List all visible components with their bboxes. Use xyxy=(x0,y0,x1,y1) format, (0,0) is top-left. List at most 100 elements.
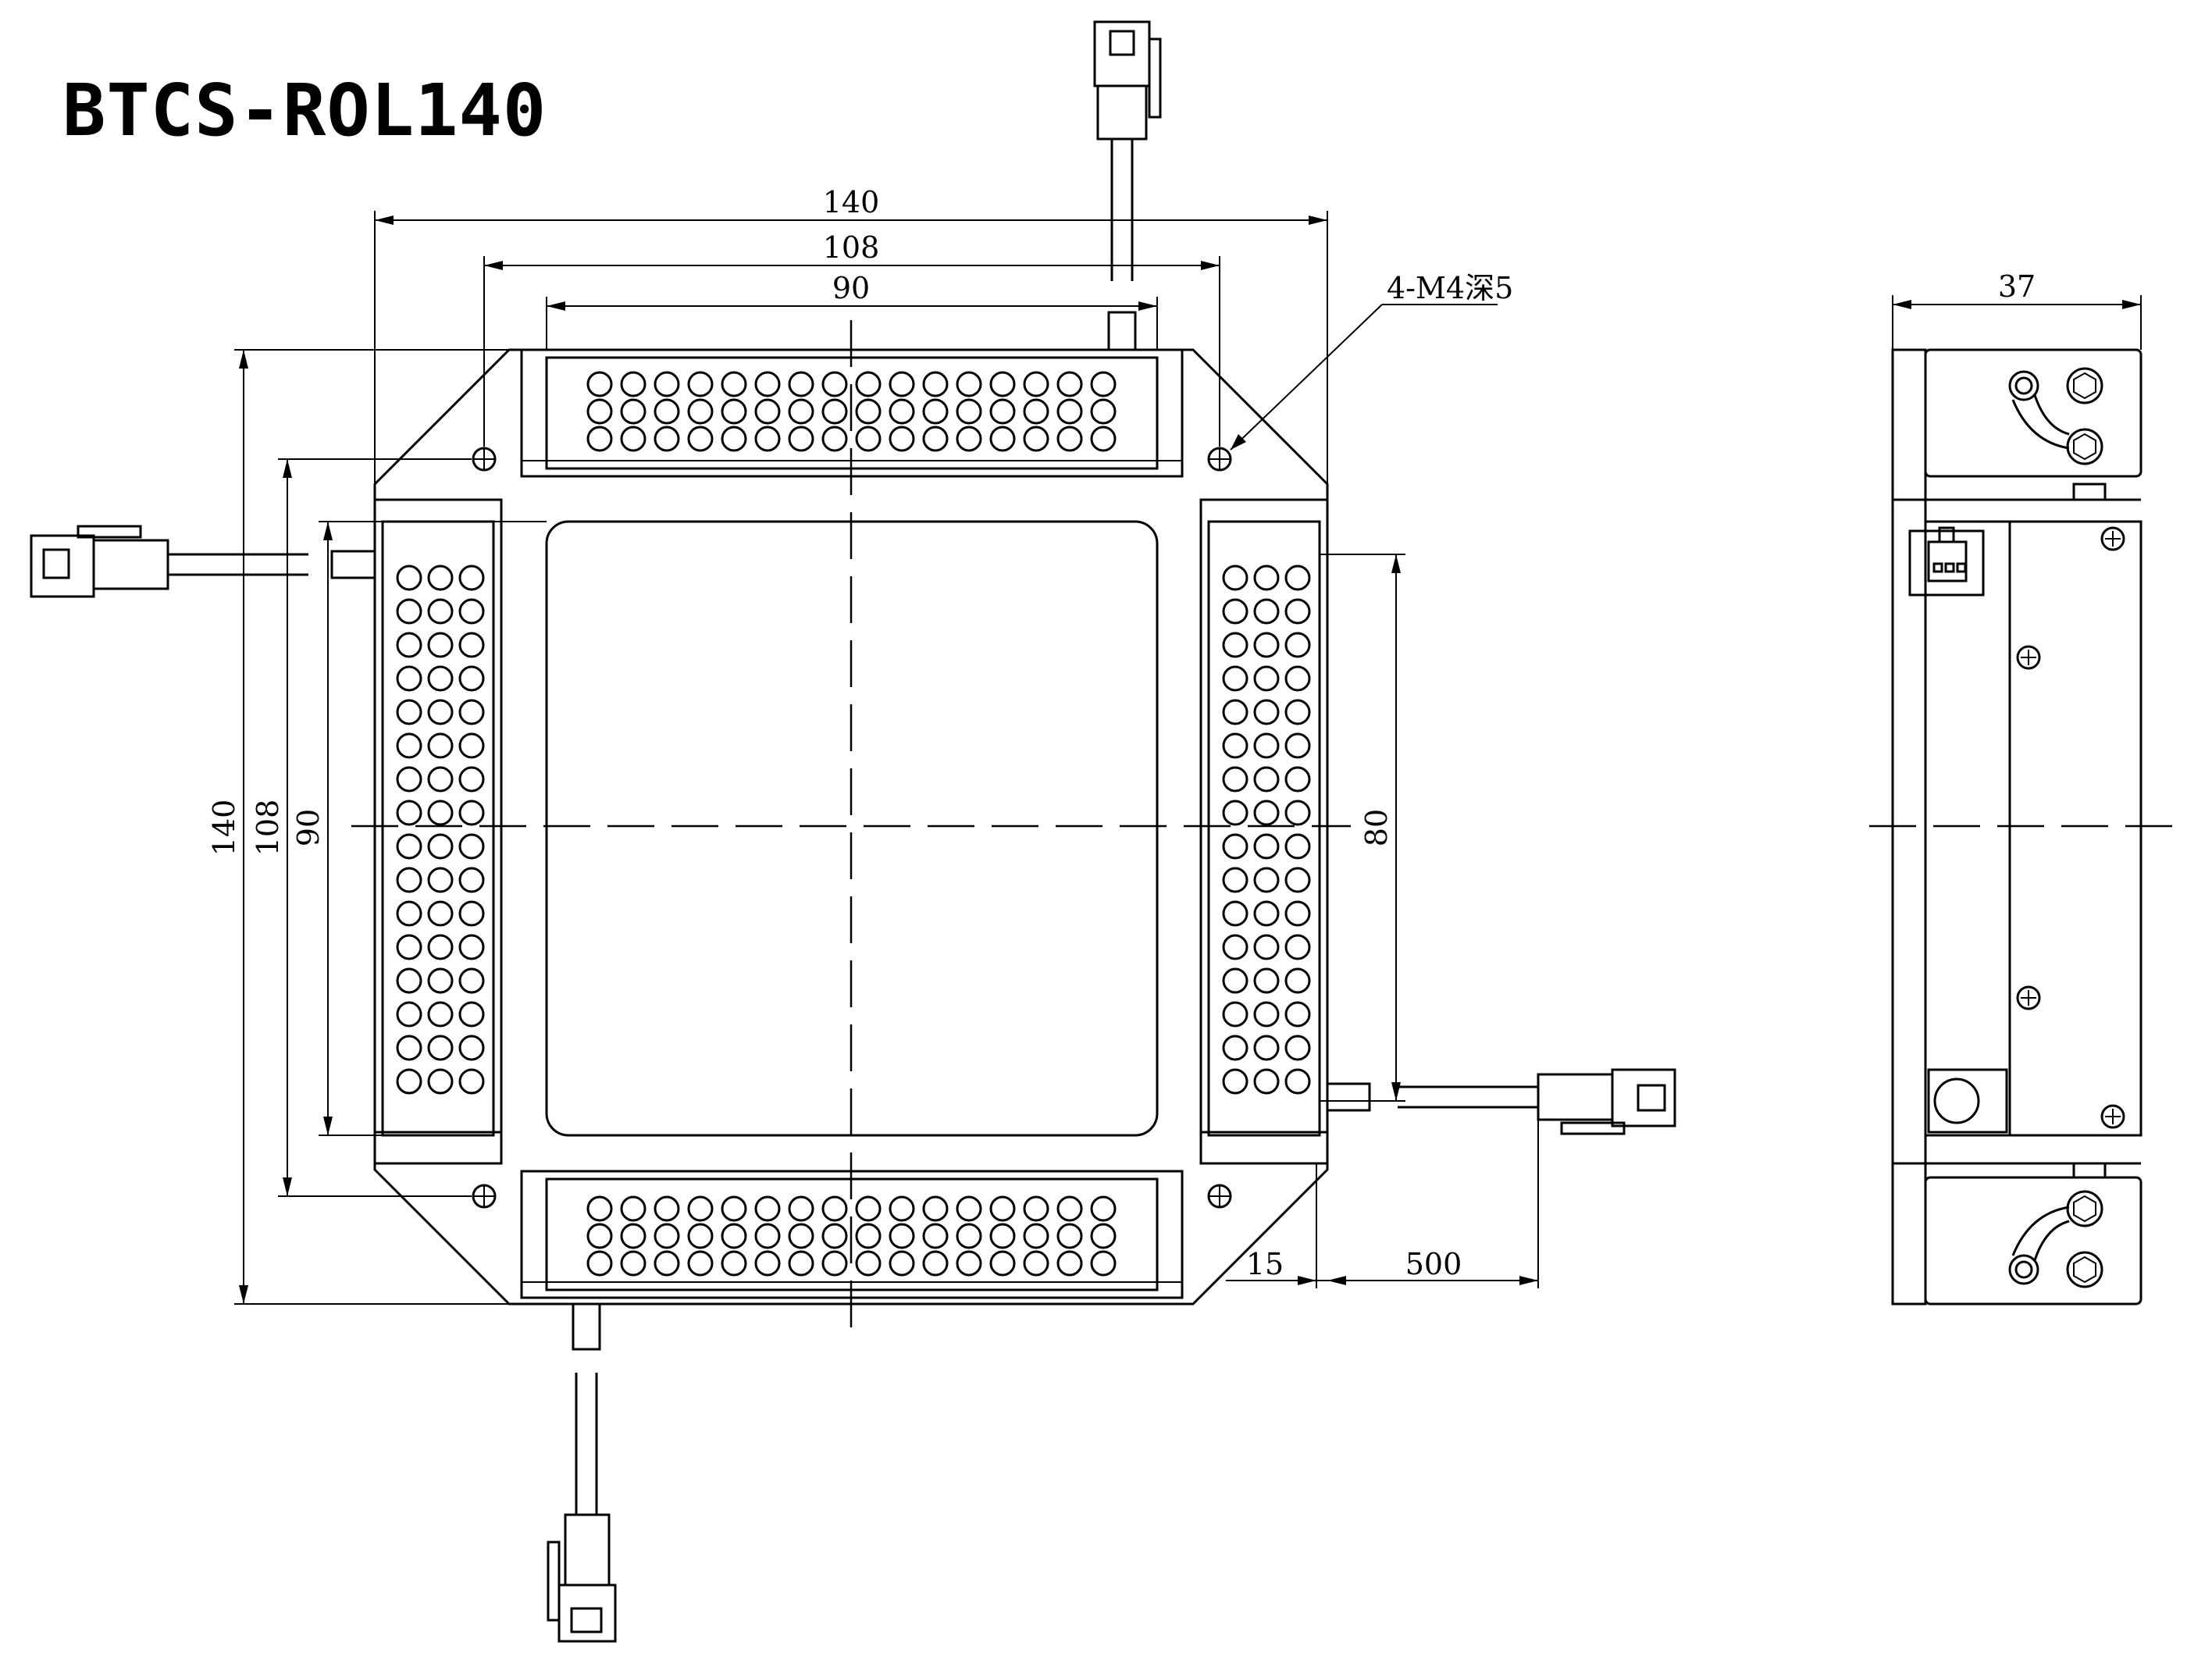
led xyxy=(1284,598,1311,625)
led xyxy=(1222,1068,1248,1095)
led xyxy=(687,426,714,452)
led xyxy=(821,398,848,425)
led xyxy=(721,1195,747,1222)
led xyxy=(654,1223,680,1249)
led xyxy=(458,934,485,960)
led xyxy=(458,900,485,927)
led xyxy=(396,967,422,994)
led xyxy=(458,833,485,860)
led xyxy=(821,1195,848,1222)
led xyxy=(855,426,882,452)
led xyxy=(1023,371,1049,397)
led xyxy=(956,426,982,452)
led xyxy=(458,699,485,725)
led xyxy=(1056,426,1083,452)
led xyxy=(956,371,982,397)
led xyxy=(1222,732,1248,759)
led xyxy=(721,371,747,397)
bottom-cable xyxy=(547,1302,617,1643)
led xyxy=(427,766,454,793)
led xyxy=(1222,934,1248,960)
led xyxy=(754,398,781,425)
led xyxy=(889,1195,915,1222)
led xyxy=(1023,426,1049,452)
led xyxy=(1253,766,1280,793)
led xyxy=(1056,1223,1083,1249)
led xyxy=(855,1250,882,1277)
led xyxy=(1222,1001,1248,1028)
led xyxy=(1222,833,1248,860)
led xyxy=(1090,398,1117,425)
led xyxy=(788,1250,814,1277)
led xyxy=(1090,1223,1117,1249)
led xyxy=(754,1195,781,1222)
led xyxy=(1253,732,1280,759)
led xyxy=(1222,867,1248,893)
led xyxy=(586,426,613,452)
led xyxy=(458,598,485,625)
led xyxy=(1090,426,1117,452)
led xyxy=(396,565,422,591)
led xyxy=(1222,900,1248,927)
led xyxy=(586,1250,613,1277)
led xyxy=(1056,398,1083,425)
led xyxy=(620,398,647,425)
led xyxy=(1023,1250,1049,1277)
led xyxy=(1253,833,1280,860)
led xyxy=(458,1035,485,1061)
led xyxy=(1222,699,1248,725)
led xyxy=(427,800,454,826)
led xyxy=(396,732,422,759)
led xyxy=(458,632,485,658)
led xyxy=(889,371,915,397)
led xyxy=(427,967,454,994)
led xyxy=(1284,632,1311,658)
led xyxy=(396,800,422,826)
led xyxy=(1222,967,1248,994)
led xyxy=(1253,665,1280,692)
led xyxy=(1090,1195,1117,1222)
led xyxy=(458,867,485,893)
led xyxy=(922,1250,949,1277)
led xyxy=(989,371,1016,397)
led xyxy=(427,1035,454,1061)
led xyxy=(396,598,422,625)
led xyxy=(586,1195,613,1222)
led xyxy=(1056,1250,1083,1277)
led xyxy=(1284,565,1311,591)
led xyxy=(754,426,781,452)
led xyxy=(788,371,814,397)
dim-overall-height: 140 xyxy=(207,800,241,857)
led xyxy=(922,371,949,397)
led xyxy=(956,1223,982,1249)
led xyxy=(1284,766,1311,793)
led xyxy=(788,1223,814,1249)
led xyxy=(855,1223,882,1249)
led xyxy=(586,398,613,425)
led xyxy=(1284,967,1311,994)
front-view: 140 108 90 140 108 90 80 15 500 4-M4深5 xyxy=(30,20,1676,1643)
dim-led-bar-length: 80 xyxy=(1359,809,1394,846)
led xyxy=(654,398,680,425)
led xyxy=(620,1223,647,1249)
led xyxy=(821,1223,848,1249)
drawing-title: BTCS-ROL140 xyxy=(62,69,547,152)
led xyxy=(396,1001,422,1028)
led xyxy=(687,1195,714,1222)
right-cable xyxy=(1326,1068,1676,1135)
led xyxy=(427,565,454,591)
dim-overall-width: 140 xyxy=(823,185,880,219)
led xyxy=(788,426,814,452)
led xyxy=(922,398,949,425)
led xyxy=(721,426,747,452)
led xyxy=(889,1250,915,1277)
dim-bar-width: 15 xyxy=(1246,1247,1284,1281)
led xyxy=(1222,665,1248,692)
led xyxy=(922,1223,949,1249)
led xyxy=(458,1068,485,1095)
led xyxy=(1253,934,1280,960)
led xyxy=(754,1250,781,1277)
led xyxy=(1284,1001,1311,1028)
led xyxy=(1023,1223,1049,1249)
led xyxy=(396,665,422,692)
